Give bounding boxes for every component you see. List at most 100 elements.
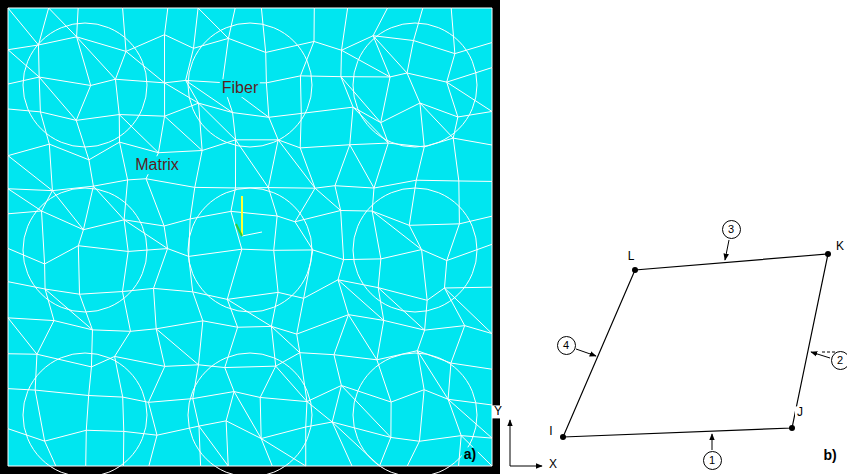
- mesh-line: [123, 431, 124, 466]
- mesh-line: [8, 189, 52, 191]
- mesh-line: [164, 35, 193, 49]
- mesh-line: [8, 282, 9, 318]
- mesh-line: [414, 8, 423, 41]
- mesh-line: [335, 186, 374, 188]
- fiber-outline: [23, 188, 147, 312]
- mesh-line: [8, 389, 35, 390]
- mesh-line: [156, 329, 198, 365]
- mesh-line: [274, 249, 313, 250]
- mesh-line: [233, 113, 269, 118]
- mesh-line: [8, 354, 9, 389]
- mesh-line: [165, 116, 203, 150]
- mesh-line: [234, 392, 260, 398]
- mesh-line: [115, 79, 164, 83]
- face-number: 3: [722, 220, 741, 239]
- mesh-line: [378, 288, 424, 331]
- mesh-line: [350, 107, 353, 145]
- mesh-line: [42, 211, 84, 230]
- mesh-line: [271, 326, 299, 352]
- mesh-line: [199, 103, 236, 140]
- mesh-line: [37, 321, 54, 355]
- mesh-line: [341, 76, 390, 77]
- mesh-line: [414, 41, 455, 54]
- mesh-line: [231, 188, 236, 211]
- mesh-line: [419, 436, 461, 442]
- mesh-line: [306, 466, 352, 467]
- mesh-line: [222, 38, 228, 82]
- mesh-line: [274, 216, 277, 250]
- callout-number: 2: [837, 355, 843, 366]
- mesh-line: [235, 140, 236, 188]
- mesh-line: [123, 466, 148, 467]
- coordinate-triad: [236, 196, 262, 236]
- node-letter: I: [547, 425, 554, 438]
- mesh-line: [268, 187, 315, 189]
- mesh-line: [334, 315, 349, 355]
- mesh-line: [8, 318, 9, 354]
- mesh-line: [338, 280, 384, 321]
- mesh-line: [451, 326, 465, 363]
- mesh-line: [335, 145, 350, 186]
- mesh-line: [124, 220, 167, 249]
- mesh-line: [231, 211, 242, 249]
- mesh-line: [149, 435, 157, 466]
- mesh-line: [332, 385, 341, 422]
- mesh-line: [380, 466, 408, 467]
- mesh-line: [8, 248, 9, 281]
- mesh-line: [492, 287, 493, 333]
- mesh-line: [350, 145, 374, 188]
- mesh-line: [49, 8, 79, 9]
- mesh-line: [461, 436, 492, 438]
- mesh-line: [198, 321, 202, 365]
- mesh-line: [202, 140, 236, 151]
- mesh-line: [198, 8, 228, 38]
- mesh-line: [276, 353, 300, 366]
- mesh-line: [348, 315, 383, 321]
- mesh-line: [78, 230, 83, 246]
- mesh-line: [455, 43, 492, 54]
- mesh-line: [422, 250, 447, 261]
- mesh-line: [45, 441, 56, 466]
- mesh-line: [8, 8, 38, 45]
- mesh-line: [228, 466, 272, 467]
- face-arrows: [576, 240, 836, 450]
- mesh-line: [77, 37, 126, 52]
- mesh-line: [448, 363, 451, 399]
- mesh-line: [35, 390, 44, 441]
- mesh-line: [451, 363, 492, 369]
- mesh-line: [407, 41, 413, 73]
- mesh-line: [119, 115, 158, 153]
- mesh-line: [459, 216, 492, 224]
- mesh-line: [377, 320, 384, 359]
- mesh-line: [168, 8, 198, 9]
- panel-frame: [0, 0, 500, 474]
- mesh-line: [198, 8, 235, 9]
- mesh-line: [416, 180, 459, 182]
- mesh-line: [89, 160, 94, 186]
- mesh-line: [353, 107, 381, 123]
- mesh-line: [390, 73, 407, 77]
- mesh-line: [91, 356, 114, 366]
- mesh-line: [420, 103, 424, 147]
- mesh-line: [148, 399, 192, 403]
- mesh-line: [340, 50, 342, 76]
- mesh-line: [86, 430, 123, 431]
- mesh-line: [407, 73, 420, 103]
- mesh-line: [295, 188, 315, 222]
- mesh-line: [233, 113, 236, 140]
- mesh-line: [89, 367, 92, 396]
- mesh-line: [374, 180, 416, 188]
- fiber-outline: [23, 353, 147, 474]
- mesh-line: [154, 249, 168, 289]
- mesh-line: [420, 103, 458, 117]
- mesh-line: [149, 466, 201, 467]
- mesh-line: [261, 8, 265, 52]
- mesh-line: [348, 8, 388, 9]
- mesh-line: [304, 280, 338, 299]
- mesh-line: [458, 111, 492, 116]
- mesh-line: [123, 8, 168, 9]
- mesh-line: [390, 402, 391, 437]
- mesh-line: [122, 292, 130, 332]
- mesh-line: [305, 427, 306, 466]
- mesh-line: [338, 280, 378, 288]
